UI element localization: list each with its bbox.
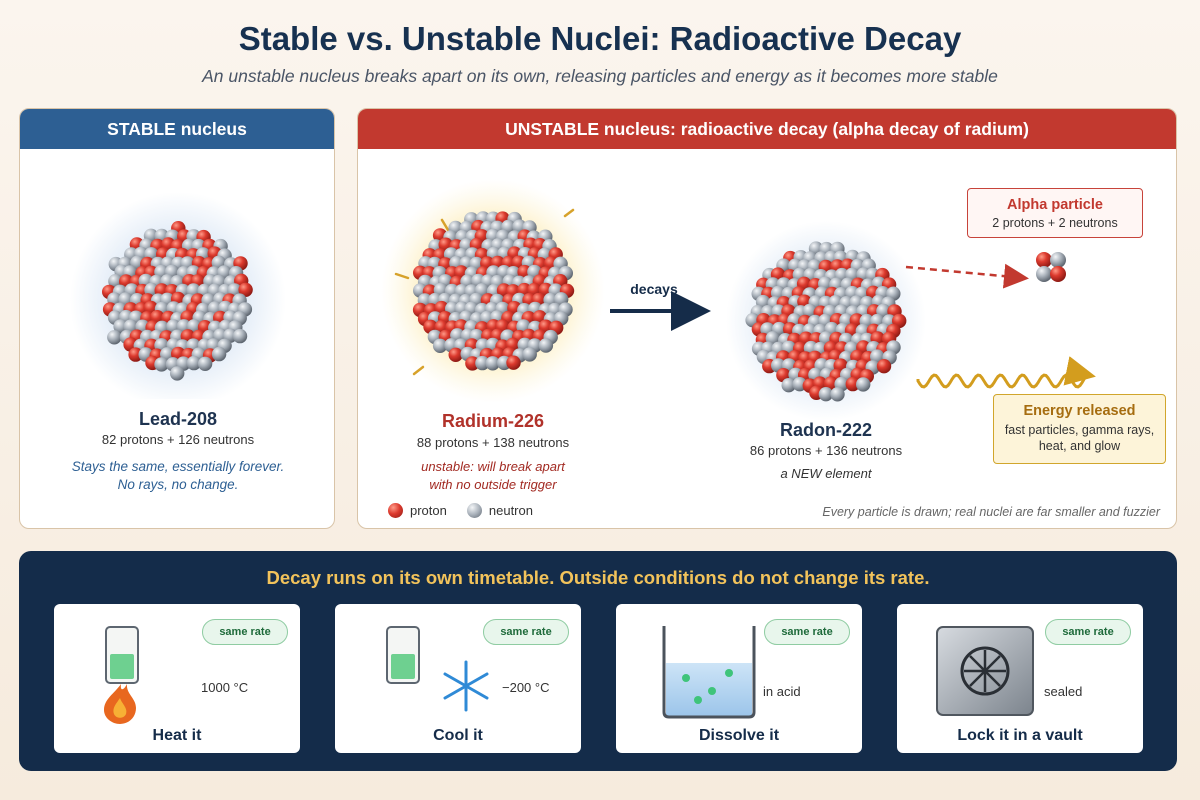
dissolve-illustration bbox=[662, 626, 756, 719]
radium-name: Radium-226 bbox=[441, 411, 545, 431]
dissolve-same-rate-badge: same rate bbox=[764, 619, 850, 645]
vault-icon bbox=[936, 626, 1034, 716]
neutron-sphere bbox=[170, 366, 185, 381]
stable-panel-header: STABLE nucleus bbox=[20, 109, 334, 149]
heat-value: 1000 °C bbox=[201, 680, 249, 695]
neutron-sphere bbox=[856, 377, 871, 392]
vault-value: sealed bbox=[1044, 684, 1083, 699]
radium-note-line1: unstable: will break apart bbox=[421, 459, 565, 474]
stable-note: Stays the same, essentially forever. No … bbox=[20, 458, 334, 494]
neutron-sphere bbox=[232, 328, 248, 344]
neutron-sphere bbox=[802, 303, 817, 319]
neutron-sphere bbox=[818, 387, 834, 402]
neutron-legend-label: neutron bbox=[488, 503, 533, 518]
unstable-panel-header: UNSTABLE nucleus: radioactive decay (alp… bbox=[358, 109, 1176, 149]
neutron-sphere bbox=[432, 338, 448, 353]
radon-nucleus-particles bbox=[745, 241, 907, 402]
radium-sparks bbox=[394, 208, 575, 376]
vault-card: same rate sealed Lock it in a vault bbox=[897, 604, 1143, 753]
alpha-arrow bbox=[905, 263, 1029, 289]
dissolve-label: Dissolve it bbox=[698, 727, 780, 744]
alpha-particle bbox=[1036, 252, 1066, 282]
neutron-sphere bbox=[186, 355, 202, 371]
page-title: Stable vs. Unstable Nuclei: Radioactive … bbox=[238, 20, 962, 57]
cool-card: same rate −200 °C Cool it bbox=[335, 604, 581, 753]
unstable-panel: UNSTABLE nucleus: radioactive decay (alp… bbox=[357, 108, 1177, 529]
proton-sphere bbox=[823, 376, 839, 391]
energy-title: Energy released bbox=[1023, 403, 1136, 419]
alpha-subtitle: 2 protons + 2 neutrons bbox=[992, 216, 1118, 230]
proton-sphere bbox=[128, 347, 143, 362]
proton-sphere bbox=[845, 376, 860, 392]
rate-banner-title: Decay runs on its own timetable. Outside… bbox=[266, 567, 930, 588]
heat-card: same rate 1000 °C Heat it bbox=[54, 604, 300, 753]
radon-name: Radon-222 bbox=[779, 420, 873, 440]
lead-name: Lead-208 bbox=[138, 409, 218, 429]
proton-sphere bbox=[876, 359, 892, 374]
neutron-sphere bbox=[154, 357, 169, 372]
proton-sphere bbox=[465, 356, 480, 371]
page-subtitle: An unstable nucleus breaks apart on its … bbox=[202, 66, 998, 86]
cool-same-rate-badge: same rate bbox=[483, 619, 569, 645]
stable-note-line1: Stays the same, essentially forever. bbox=[71, 459, 285, 474]
dissolve-value: in acid bbox=[763, 684, 801, 699]
neutron-sphere bbox=[107, 330, 122, 345]
alpha-title: Alpha particle bbox=[1007, 197, 1103, 213]
heat-label: Heat it bbox=[152, 727, 202, 744]
particle-legend: proton neutron bbox=[388, 503, 553, 518]
radon-composition: 86 protons + 136 neutrons bbox=[749, 443, 903, 458]
neutron-sphere bbox=[522, 347, 537, 362]
footnote: Every particle is drawn; real nuclei are… bbox=[822, 505, 1160, 519]
radon-note: a NEW element bbox=[780, 466, 872, 481]
lead-nucleus-particles bbox=[102, 221, 253, 381]
proton-sphere bbox=[448, 347, 463, 362]
cool-illustration bbox=[386, 626, 489, 712]
alpha-callout: Alpha particle 2 protons + 2 neutrons bbox=[967, 188, 1143, 238]
snowflake-icon bbox=[443, 660, 489, 712]
proton-sphere bbox=[506, 355, 521, 370]
cool-label: Cool it bbox=[433, 727, 483, 744]
heat-same-rate-badge: same rate bbox=[202, 619, 288, 645]
cool-value: −200 °C bbox=[502, 680, 550, 695]
decays-label: decays bbox=[630, 281, 678, 297]
neutron-sphere bbox=[211, 346, 227, 362]
lead-composition: 82 protons + 126 neutrons bbox=[101, 432, 255, 447]
neutron-sphere bbox=[781, 378, 796, 393]
proton-legend-label: proton bbox=[410, 503, 447, 518]
stable-panel: STABLE nucleus Lead-208 82 protons + 126… bbox=[19, 108, 335, 529]
dissolve-card: same rate in acid Dissolve it bbox=[616, 604, 862, 753]
energy-subtitle: fast particles, gamma rays, heat, and gl… bbox=[1004, 423, 1155, 453]
heat-illustration bbox=[104, 626, 139, 724]
neutron-sphere bbox=[197, 356, 213, 371]
vault-label: Lock it in a vault bbox=[957, 727, 1083, 744]
vault-same-rate-badge: same rate bbox=[1045, 619, 1131, 645]
beaker-icon bbox=[662, 626, 756, 719]
lead-nucleus bbox=[70, 192, 286, 399]
decay-diagram: decays bbox=[381, 179, 1096, 421]
dissolved-particles bbox=[682, 669, 733, 704]
rate-banner: Decay runs on its own timetable. Outside… bbox=[19, 551, 1177, 771]
proton-swatch bbox=[388, 503, 403, 518]
radium-nucleus-particles bbox=[412, 211, 575, 371]
neutron-swatch bbox=[466, 503, 482, 518]
vault-illustration bbox=[936, 626, 1034, 716]
proton-sphere bbox=[238, 282, 253, 297]
neutron-sphere bbox=[485, 356, 500, 371]
stable-note-line2: No rays, no change. bbox=[117, 477, 239, 492]
neutron-sphere bbox=[113, 319, 128, 334]
neutron-sphere bbox=[538, 338, 554, 353]
energy-wave bbox=[916, 356, 1096, 389]
radium-note: unstable: will break apart with no outsi… bbox=[393, 458, 593, 494]
energy-callout: Energy released fast particles, gamma ra… bbox=[993, 394, 1166, 464]
neutron-sphere bbox=[475, 355, 490, 371]
radium-note-line2: with no outside trigger bbox=[429, 477, 557, 492]
neutron-sphere bbox=[830, 387, 845, 402]
radium-composition: 88 protons + 138 neutrons bbox=[416, 435, 570, 450]
